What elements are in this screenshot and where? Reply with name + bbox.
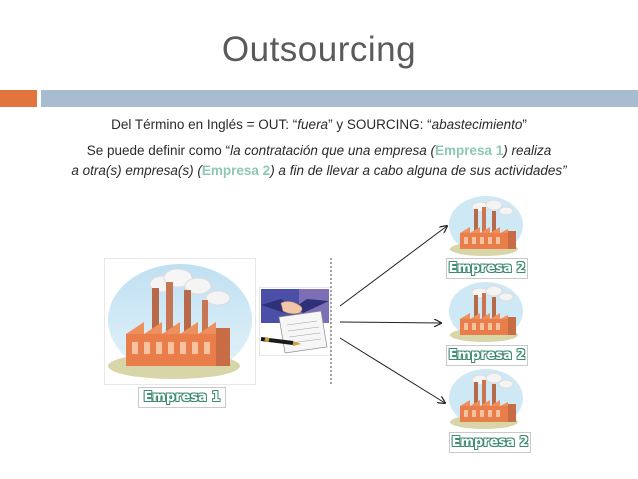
factory-small-image-middle xyxy=(446,279,526,344)
factory-small-image-top xyxy=(446,193,526,258)
accent-bar-blue xyxy=(41,90,638,107)
factory-large-image xyxy=(104,258,256,385)
arrow-to-bottom xyxy=(339,337,445,403)
label-empresa-2-bottom: Empresa 2 xyxy=(449,432,531,453)
arrow-to-middle xyxy=(339,322,441,323)
definition-line-1: Del Término en Inglés = OUT: “fuera” y S… xyxy=(111,117,527,132)
highlight-empresa-1: Empresa 1 xyxy=(434,143,504,158)
label-empresa-2-top: Empresa 2 xyxy=(446,258,528,279)
highlight-empresa-2: Empresa 2 xyxy=(201,163,271,178)
label-empresa-2-middle: Empresa 2 xyxy=(446,345,528,366)
definition-line-2: Se puede definir como “la contratación q… xyxy=(86,143,552,158)
slide-title: Outsourcing xyxy=(221,30,417,69)
accent-bar-orange xyxy=(0,90,37,107)
definition-line-3: a otra(s) empresa(s) (Empresa 2) a fin d… xyxy=(71,163,567,178)
handshake-contract-image xyxy=(259,287,331,356)
label-empresa-1: Empresa 1 xyxy=(138,387,226,408)
factory-small-image-bottom xyxy=(446,366,526,431)
arrow-to-top xyxy=(339,226,447,307)
